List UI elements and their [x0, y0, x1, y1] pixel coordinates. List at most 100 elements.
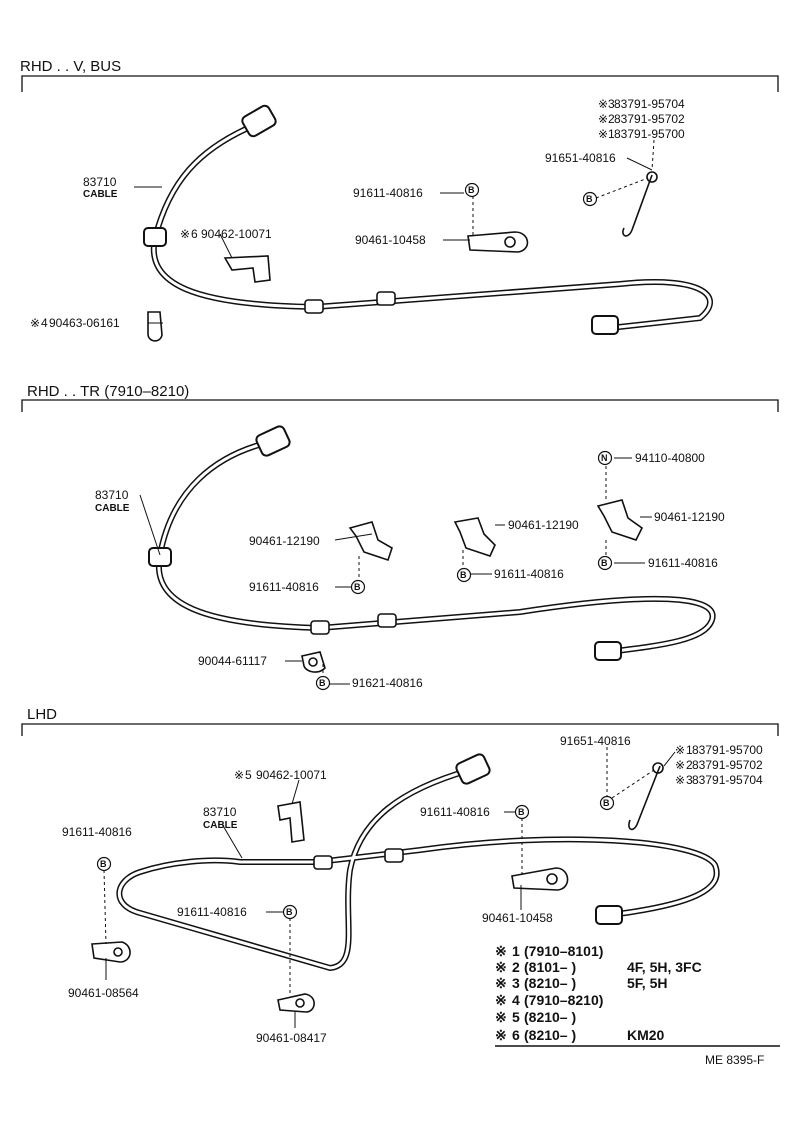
- part-83791-95702: 83791-95702: [614, 112, 685, 126]
- cable-part-number: 83710: [95, 488, 129, 502]
- part-91611-40816: 91611-40816: [249, 580, 319, 594]
- cable-label: CABLE: [95, 503, 130, 514]
- note-number: 1: [512, 943, 520, 959]
- clip-90462-10071-part: [277, 801, 305, 843]
- part-91611-40816: 91611-40816: [420, 805, 490, 819]
- part-90462-10071: 90462-10071: [201, 227, 272, 241]
- note-row: ※ 6 (8210– ) KM20: [495, 1027, 665, 1043]
- section-3-header: LHD: [27, 706, 57, 723]
- clamp-90461-08417-part: [277, 993, 315, 1013]
- figure-code: ME 8395-F: [705, 1053, 764, 1067]
- section-2-header: RHD . . TR (7910–8210): [27, 383, 189, 400]
- ref-mark: ※: [495, 992, 507, 1008]
- bolt-icon: B: [603, 798, 610, 808]
- part-90461-08417: 90461-08417: [256, 1031, 327, 1045]
- part-90461-10458: 90461-10458: [355, 233, 426, 247]
- note-range: (8210– ): [524, 975, 576, 991]
- part-83791-95702: 83791-95702: [692, 758, 763, 772]
- clip-90463-06161-part: [147, 311, 163, 342]
- note-number: 5: [512, 1009, 520, 1025]
- part-83791-95704: 83791-95704: [692, 773, 763, 787]
- notes-table: ※ 1 (7910–8101) ※ 2 (8101– ) 4F, 5H, 3FC…: [495, 943, 780, 1047]
- clamp-90461-10458-part: [511, 867, 569, 891]
- ref-mark: ※: [598, 97, 608, 111]
- part-91611-40816: 91611-40816: [494, 567, 564, 581]
- ref-mark: ※: [495, 1009, 507, 1025]
- ref-mark-number: 6: [191, 227, 198, 241]
- part-91611-40816: 91611-40816: [62, 825, 132, 839]
- bolt-icon: B: [518, 807, 525, 817]
- ref-mark: ※: [234, 768, 244, 782]
- part-90461-08564: 90461-08564: [68, 986, 139, 1000]
- note-row: ※ 5 (8210– ): [495, 1009, 576, 1025]
- ref-mark-number: 1: [608, 127, 615, 141]
- ref-mark: ※: [675, 743, 685, 757]
- part-91611-40816: 91611-40816: [177, 905, 247, 919]
- bolt-icon: B: [354, 582, 361, 592]
- ref-mark: ※: [598, 127, 608, 141]
- ref-mark-number: 1: [686, 743, 693, 757]
- section-2-bracket: [21, 399, 779, 412]
- clamp-90461-10458-part: [467, 231, 529, 253]
- part-90461-12190: 90461-12190: [508, 518, 579, 532]
- note-range: (8210– ): [524, 1027, 576, 1043]
- clamp-90461-12190-part: [348, 499, 644, 562]
- speedometer-cable: [116, 753, 720, 972]
- ref-mark: ※: [30, 316, 40, 330]
- part-91611-40816: 91611-40816: [353, 186, 423, 200]
- ref-mark: ※: [495, 959, 507, 975]
- part-83791-95700: 83791-95700: [614, 127, 685, 141]
- note-number: 4: [512, 992, 520, 1008]
- part-90461-12190: 90461-12190: [249, 534, 320, 548]
- note-row: ※ 3 (8210– ) 5F, 5H: [495, 975, 667, 991]
- ref-mark-number: 2: [686, 758, 693, 772]
- ref-mark: ※: [495, 943, 507, 959]
- bolt-icon: B: [460, 570, 467, 580]
- section-3-bracket: [21, 723, 779, 736]
- bolt-icon: B: [286, 907, 293, 917]
- section-1-bracket: [21, 75, 779, 92]
- nut-icon: N: [601, 453, 608, 463]
- note-number: 2: [512, 959, 520, 975]
- bolt-icon: B: [100, 859, 107, 869]
- ref-mark-number: 4: [41, 316, 48, 330]
- note-number: 3: [512, 975, 520, 991]
- bolt-icon: B: [586, 194, 593, 204]
- note-row: ※ 2 (8101– ) 4F, 5H, 3FC: [495, 959, 702, 975]
- part-90044-61117: 90044-61117: [198, 654, 267, 668]
- note-row: ※ 4 (7910–8210): [495, 992, 603, 1008]
- bolt-icon: B: [468, 185, 475, 195]
- note-range: (8210– ): [524, 1009, 576, 1025]
- ref-mark-number: 5: [245, 768, 252, 782]
- cable-label: CABLE: [203, 820, 238, 831]
- clamp-90044-61117-part: [301, 651, 326, 673]
- part-91651-40816: 91651-40816: [545, 151, 616, 165]
- wire-bracket-part: [628, 762, 664, 831]
- note-suffix: 4F, 5H, 3FC: [627, 959, 702, 975]
- part-83791-95704: 83791-95704: [614, 97, 685, 111]
- part-91651-40816: 91651-40816: [560, 734, 631, 748]
- ref-mark: ※: [675, 773, 685, 787]
- ref-mark: ※: [495, 1027, 507, 1043]
- note-range: (7910–8210): [524, 992, 603, 1008]
- bolt-icon: B: [319, 678, 326, 688]
- part-83791-95700: 83791-95700: [692, 743, 763, 757]
- cable-label: CABLE: [83, 189, 118, 200]
- cable-part-number: 83710: [203, 805, 237, 819]
- ref-mark: ※: [598, 112, 608, 126]
- ref-mark-number: 3: [686, 773, 693, 787]
- ref-mark: ※: [180, 227, 190, 241]
- note-suffix: KM20: [627, 1027, 665, 1043]
- bolt-symbols-s1: [464, 182, 598, 207]
- cable-part-number: 83710: [83, 175, 117, 189]
- part-94110-40800: 94110-40800: [635, 451, 705, 465]
- part-91611-40816: 91611-40816: [648, 556, 718, 570]
- clamp-90461-08564-part: [91, 941, 131, 963]
- ref-mark: ※: [675, 758, 685, 772]
- note-row: ※ 1 (7910–8101): [495, 943, 603, 959]
- ref-mark-number: 2: [608, 112, 615, 126]
- clip-90462-10071-part: [223, 255, 271, 283]
- part-90462-10071: 90462-10071: [256, 768, 327, 782]
- note-number: 6: [512, 1027, 520, 1043]
